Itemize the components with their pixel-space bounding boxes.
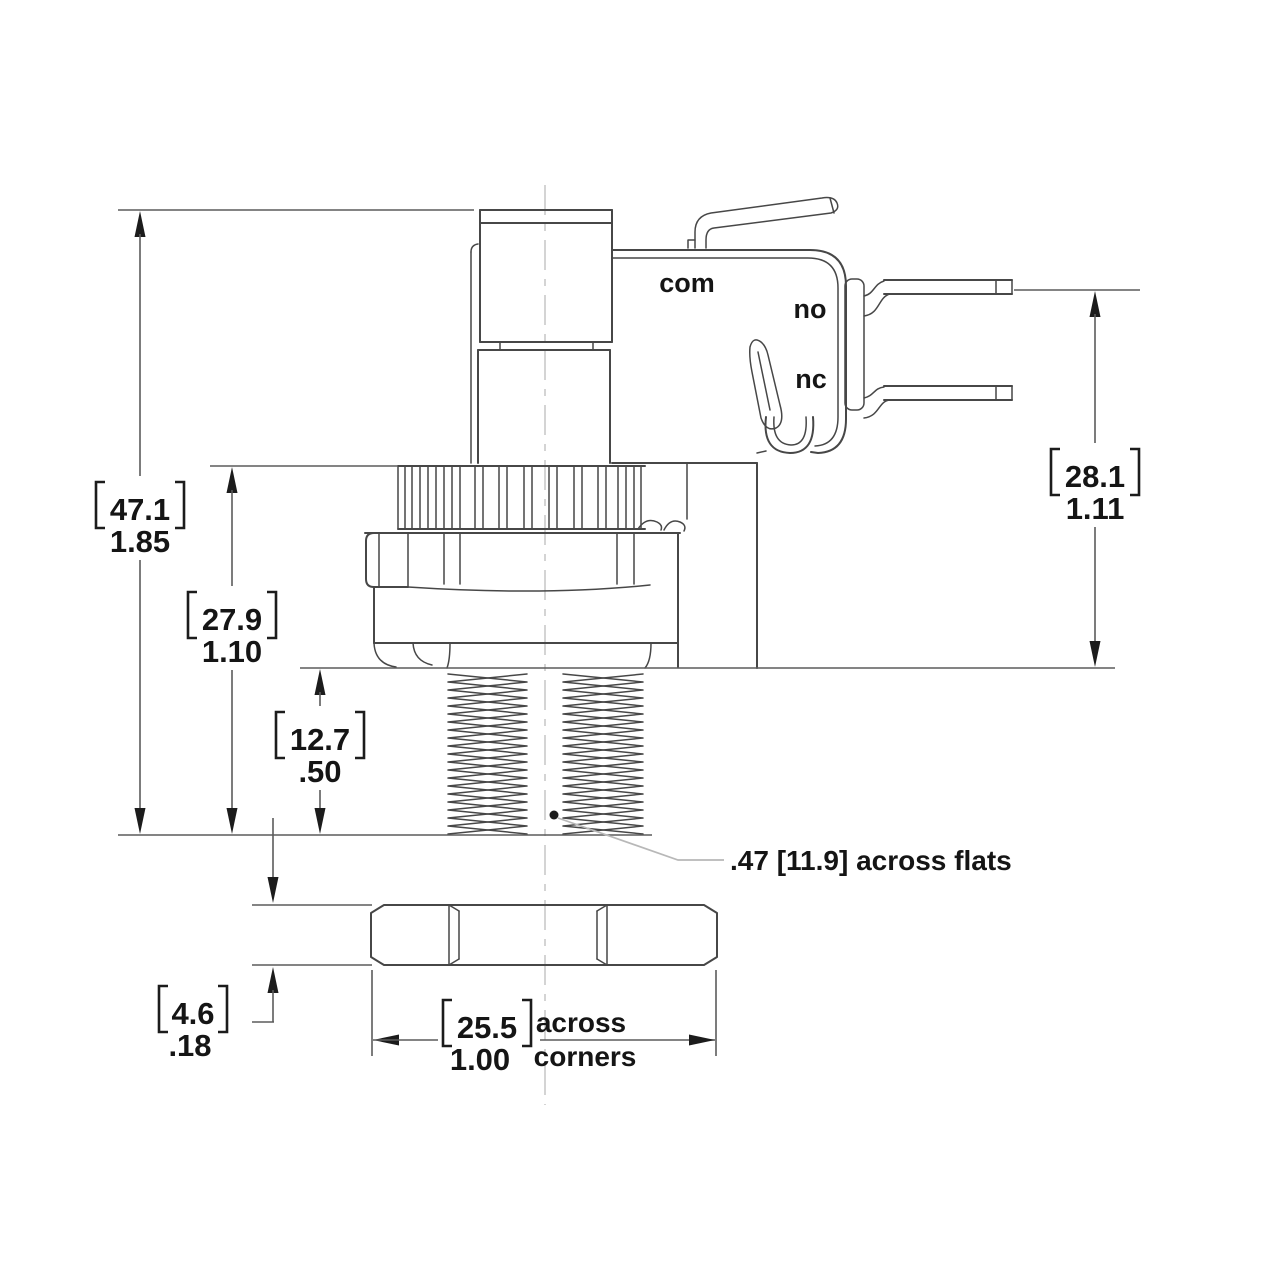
dim-switch-height-in: 1.11 — [1066, 491, 1125, 526]
dim-thread-length-in: .50 — [298, 754, 341, 789]
dim-nut-thickness-mm: 4.6 — [171, 996, 214, 1031]
flange-ear — [365, 532, 409, 588]
dim-body-height-mm: 27.9 — [202, 602, 262, 637]
flange-foot-arc — [373, 642, 397, 668]
terminal-label-no: no — [794, 294, 827, 324]
dim-switch-height: 28.1 1.11 — [1049, 291, 1141, 667]
plunger-button — [470, 209, 613, 464]
hex-nut — [370, 904, 718, 966]
hex-nut-outline — [370, 904, 718, 966]
extension-lines — [118, 209, 1140, 1056]
thread-left-a — [447, 673, 528, 835]
dim-nut-thickness-in: .18 — [168, 1028, 211, 1063]
thread-right-a — [562, 673, 644, 835]
knurled-adjustment-ring — [397, 465, 686, 532]
terminal-plate — [844, 278, 865, 411]
dim-nut-width-note-bottom: corners — [534, 1041, 637, 1072]
dim-overall-height-mm: 47.1 — [110, 492, 170, 527]
threaded-stem — [447, 673, 644, 835]
ring-lip — [637, 519, 663, 531]
dim-switch-height-mm: 28.1 — [1065, 459, 1125, 494]
dim-overall-height-in: 1.85 — [110, 524, 170, 559]
nc-hook-outer — [764, 416, 815, 454]
dim-overall-height: 47.1 1.85 — [94, 211, 186, 834]
terminal-prongs — [863, 279, 1013, 419]
dim-body-height: 27.9 1.10 — [186, 467, 278, 834]
dim-body-height-in: 1.10 — [202, 634, 262, 669]
contact-finger — [749, 339, 783, 430]
terminal-label-nc: nc — [795, 364, 827, 394]
dim-nut-width-in: 1.00 — [450, 1042, 510, 1077]
leader-dot — [549, 810, 559, 820]
dim-thread-length-mm: 12.7 — [290, 722, 350, 757]
across-flats-note: .47 [11.9] across flats — [730, 845, 1012, 876]
dim-nut-width: 25.5 1.00 across corners — [373, 998, 715, 1077]
switch-housing: com no nc — [611, 249, 865, 669]
knurl-ribs — [397, 466, 642, 529]
dim-nut-thickness: 4.6 .18 — [157, 818, 279, 1063]
across-flats-leader: .47 [11.9] across flats — [549, 810, 1012, 876]
thread-right-b — [562, 673, 644, 835]
nc-hook-inner — [773, 416, 807, 446]
dim-nut-width-mm: 25.5 — [457, 1010, 517, 1045]
thread-left-b — [447, 673, 528, 835]
dim-thread-length: 12.7 .50 — [274, 669, 366, 834]
mounting-flange — [364, 532, 681, 669]
dim-nut-width-note-top: across — [536, 1007, 626, 1038]
terminal-label-com: com — [659, 268, 715, 298]
lever-arm — [687, 196, 839, 249]
